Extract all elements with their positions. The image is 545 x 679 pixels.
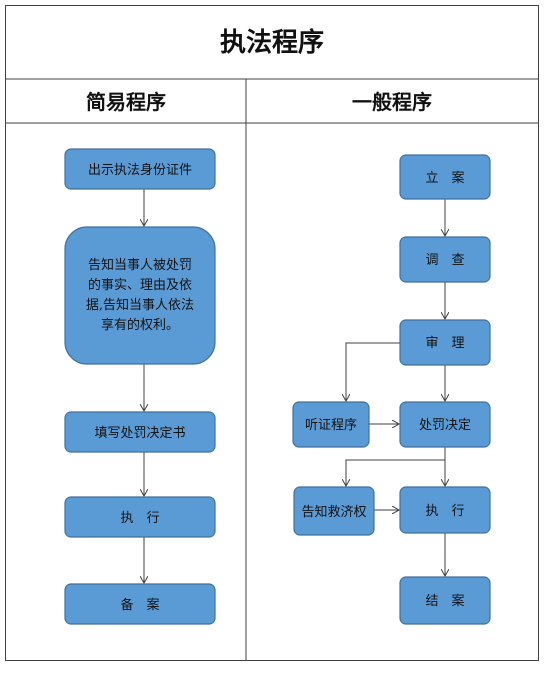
- step-record-label: 备 案: [120, 597, 159, 613]
- step-decision-label: 处罚决定: [419, 418, 471, 433]
- arrow-decision-to-remedy: [346, 459, 445, 486]
- column-header-simple: 简易程序: [86, 90, 166, 114]
- step-investigate: 调 查: [399, 236, 491, 283]
- step-execute-simple-label: 执 行: [120, 511, 159, 526]
- step-execute-general-label: 执 行: [425, 504, 464, 519]
- step-remedy: 告知救济权: [293, 486, 375, 536]
- arrow-review-to-hearing: [346, 342, 401, 401]
- procedure-table: 执法程序 简易程序 一般程序 出示执法身份证件 告知当事人被处罚 的事实、理由及…: [5, 5, 539, 661]
- step-show-id-label: 出示执法身份证件: [88, 162, 192, 178]
- column-header-general: 一般程序: [352, 90, 432, 114]
- step-inform-line-1: 告知当事人被处罚: [88, 257, 192, 273]
- table-border: [5, 5, 539, 661]
- step-decision: 处罚决定: [399, 401, 491, 448]
- step-inform-line-2: 的事实、理由及依: [88, 277, 192, 293]
- step-inform-line-3: 据,告知当事人依法: [86, 297, 194, 313]
- step-fill-decision: 填写处罚决定书: [64, 411, 216, 453]
- step-close-case: 结 案: [399, 576, 491, 625]
- step-execute-simple: 执 行: [64, 496, 216, 538]
- step-review: 审 理: [399, 319, 491, 366]
- step-file-case-label: 立 案: [425, 171, 464, 186]
- procedure-diagram: 执法程序 简易程序 一般程序 出示执法身份证件 告知当事人被处罚 的事实、理由及…: [5, 5, 539, 661]
- page-title: 执法程序: [220, 27, 324, 58]
- step-record: 备 案: [64, 583, 216, 625]
- step-inform-line-4: 享有的权利。: [101, 317, 179, 333]
- step-investigate-label: 调 查: [425, 253, 464, 268]
- step-close-case-label: 结 案: [425, 594, 464, 609]
- step-file-case: 立 案: [399, 154, 491, 200]
- step-remedy-label: 告知救济权: [301, 504, 366, 520]
- step-execute-general: 执 行: [399, 486, 491, 534]
- step-review-label: 审 理: [425, 336, 464, 351]
- step-show-id: 出示执法身份证件: [64, 148, 216, 190]
- step-inform: 告知当事人被处罚 的事实、理由及依 据,告知当事人依法 享有的权利。: [64, 226, 216, 365]
- step-hearing-label: 听证程序: [305, 418, 357, 433]
- step-hearing: 听证程序: [292, 401, 370, 448]
- step-fill-decision-label: 填写处罚决定书: [94, 426, 185, 441]
